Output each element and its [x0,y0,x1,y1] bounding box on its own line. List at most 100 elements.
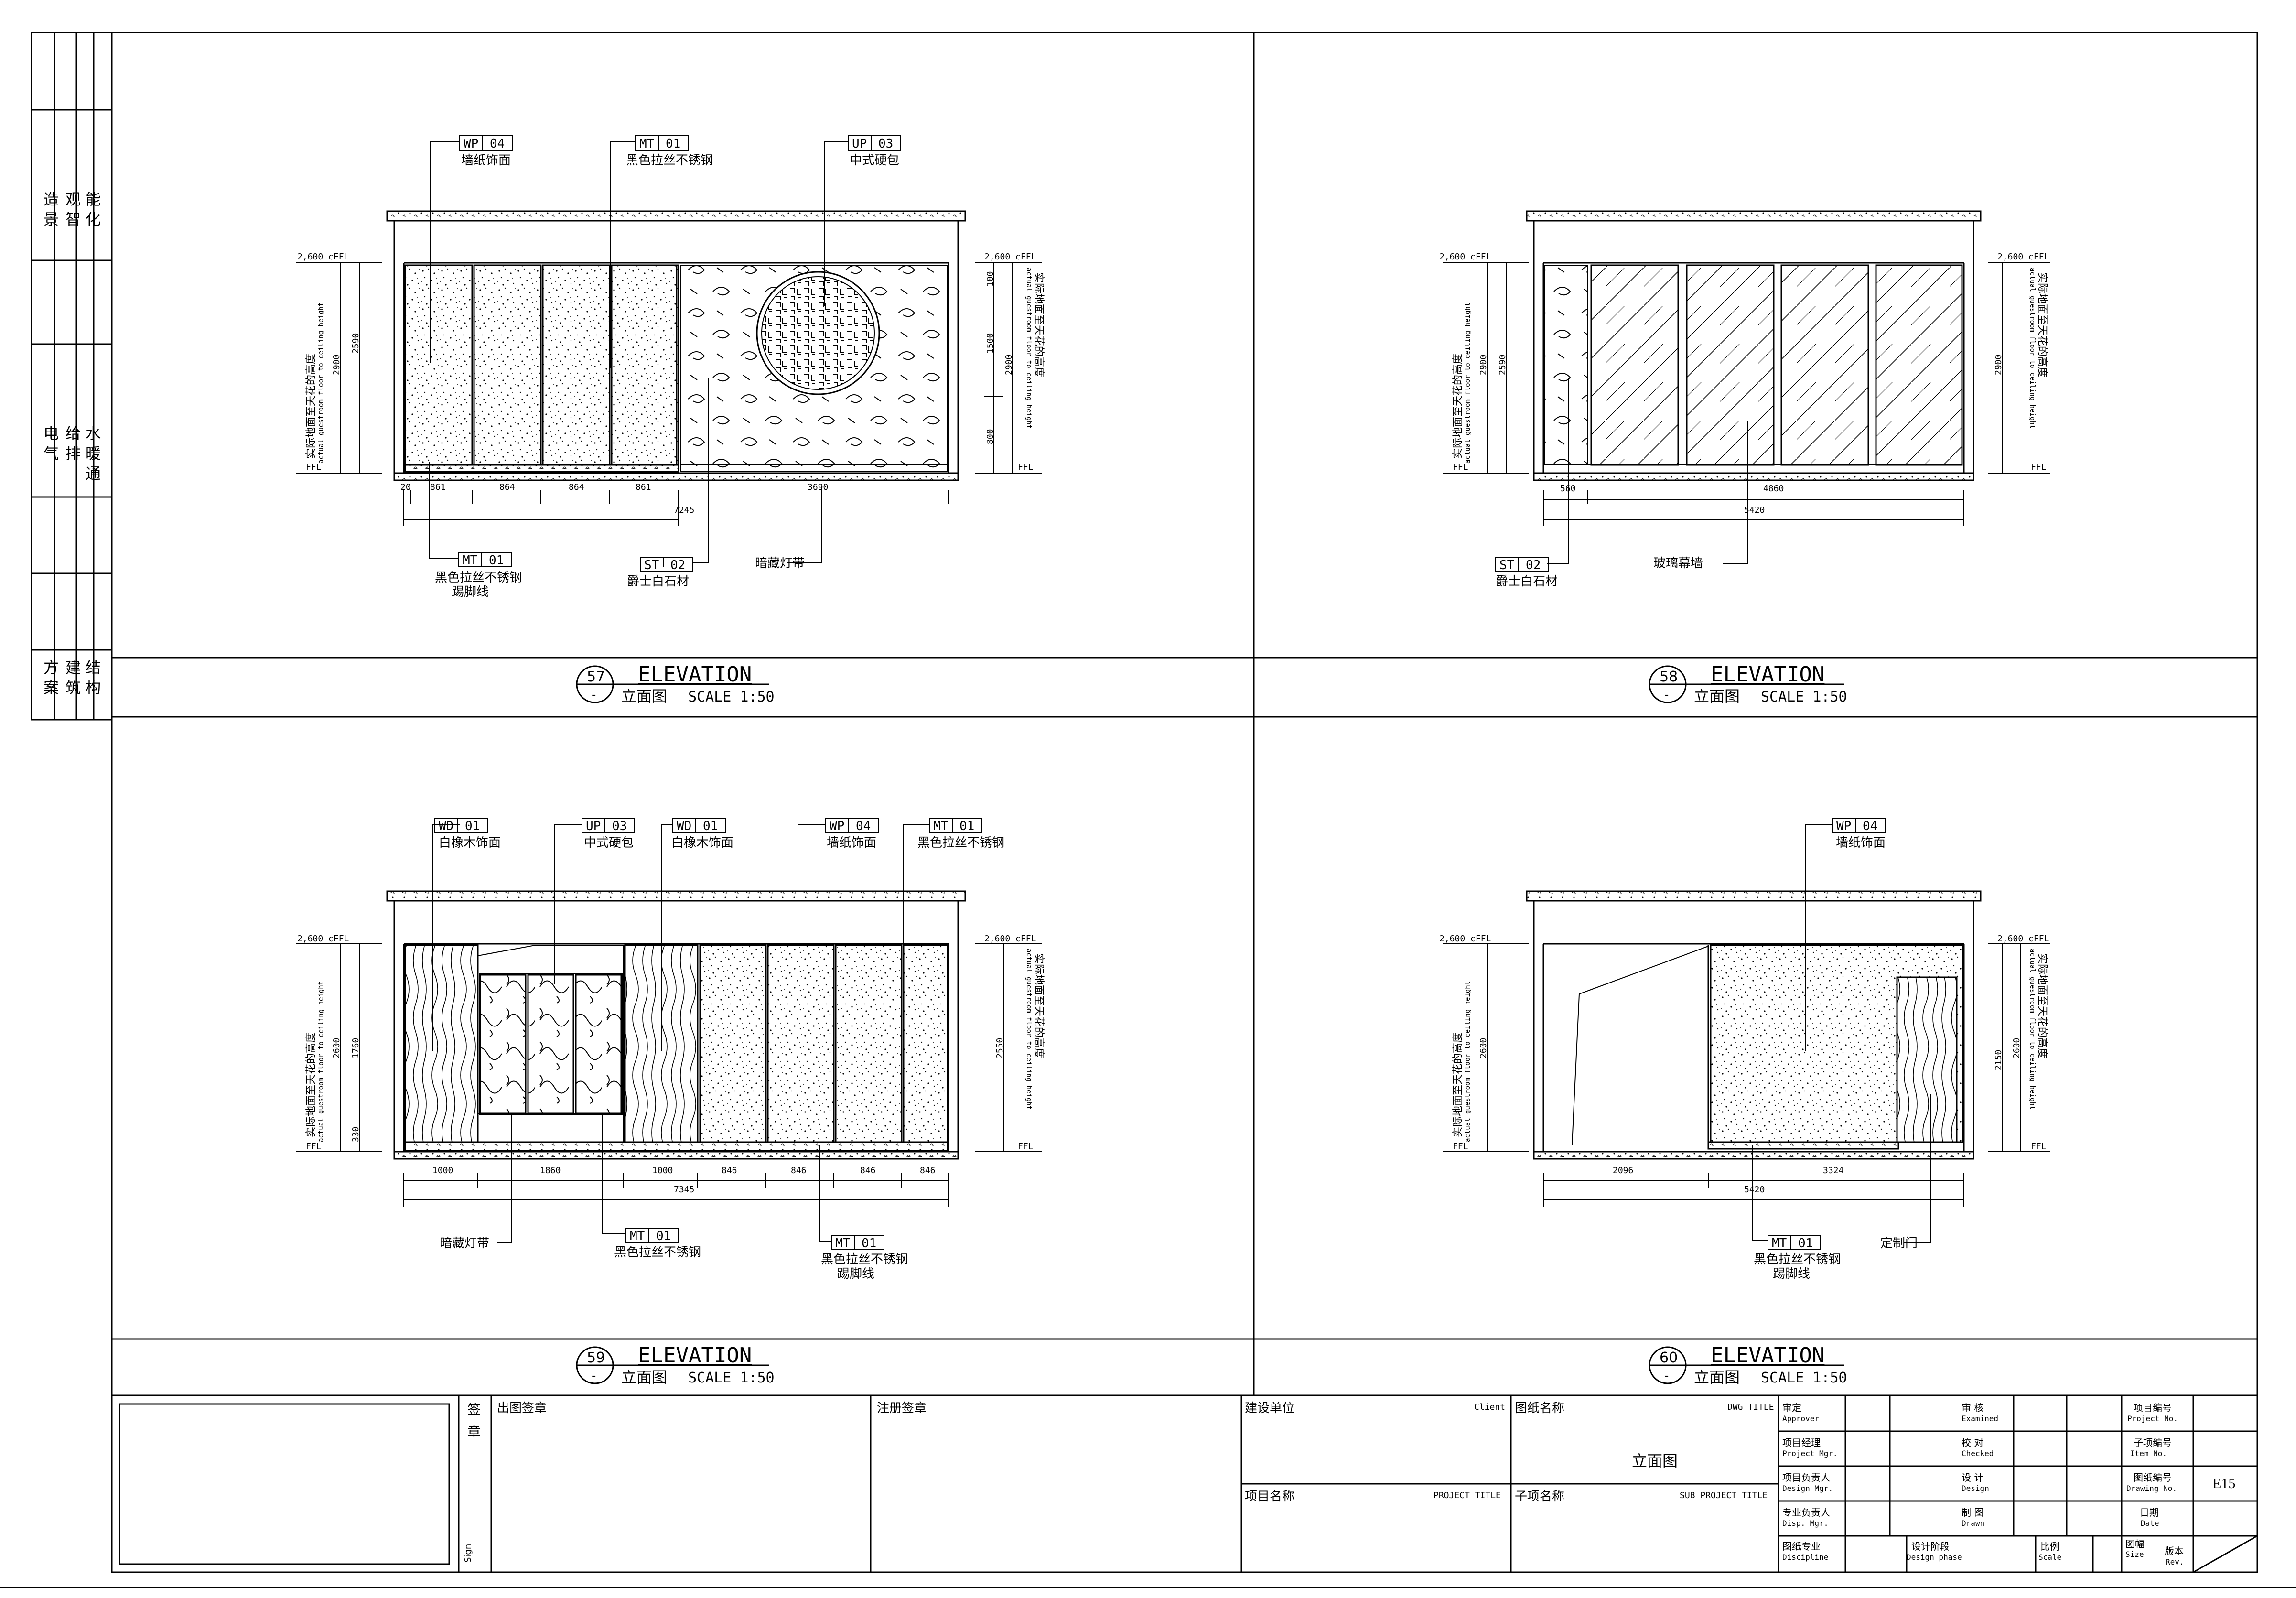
tag-desc: 黑色拉丝不锈钢 [435,571,522,585]
check-label: 审 核 [1962,1402,1984,1414]
sheet-border [111,32,2258,1573]
dim-label: 864 [569,482,584,492]
tag-num: 02 [670,558,686,572]
tag-desc: 中式硬包 [850,153,900,168]
tag-code: WD [677,819,692,833]
dim-right: 2550 [995,1037,1005,1058]
vert-label-cn: 实际地面至天花的高度 [2036,953,2048,1059]
elevation-title-marks [576,665,1844,1384]
strip-landscape-label-2: 观智 [63,191,81,231]
level-top-right: 2,600 cFFL [1997,934,2049,944]
right-label: 日期 [2140,1507,2159,1518]
dwg-title-value: 立面图 [1632,1452,1678,1470]
level-bottom-left: FFL [1453,462,1468,472]
elevation-title: ELEVATION [638,662,752,687]
vert-label-en: actual guestroom floor to ceiling height [317,302,325,464]
elevation-number: 60 [1660,1350,1678,1366]
level-top-right: 2,600 cFFL [984,934,1036,944]
strip-mep-label: 电气 [41,425,59,465]
level-top-left: 2,600 cFFL [1439,934,1491,944]
tag-desc: 白橡木饰面 [439,836,501,850]
elevation-sub: - [592,1369,596,1383]
phase-en: Design phase [1907,1553,1962,1562]
dim-right: 1500 [985,333,995,354]
client-label: 建设单位 [1245,1401,1295,1415]
note-label: 暗藏灯带 [755,556,805,571]
level-bottom-left: FFL [1453,1142,1468,1152]
tag-desc: 白橡木饰面 [671,836,734,850]
strip-mep-label-2: 给排 [63,425,81,465]
vert-label-cn: 实际地面至天花的高度 [1033,272,1045,378]
tag-num: 03 [878,137,894,151]
tag-num: 02 [1526,558,1541,572]
role-label: 项目经理 [1782,1437,1821,1448]
discipline-label: 图纸专业 [1782,1541,1821,1552]
vert-label-en: actual guestroom floor to ceiling height [1025,949,1033,1110]
elevation-scale: SCALE 1:50 [1761,689,1847,705]
elevation-subtitle: 立面图 [1694,687,1740,705]
note-label: 玻璃幕墙 [1653,556,1703,571]
tag-code: MT [463,553,478,568]
tag-code: MT [835,1236,851,1251]
left-strip [31,32,113,721]
role-label: 项目负责人 [1782,1472,1830,1483]
elevation-57 [296,141,1042,563]
level-bottom-left: FFL [306,462,322,472]
right-label: 项目编号 [2134,1402,2172,1414]
strip-arch-label: 方案 [41,659,59,700]
strip-landscape-label: 造景 [41,191,59,231]
dim-right: 2900 [1004,354,1014,375]
elevation-title: ELEVATION [1711,662,1825,687]
dim-left: 2590 [351,333,361,354]
tag-desc: 黑色拉丝不锈钢 [626,153,713,168]
check-label: 设 计 [1962,1472,1984,1483]
role-en: Approver [1782,1414,1820,1423]
dim-label: 20 [400,482,411,492]
check-en: Design [1962,1484,1989,1493]
tag-code: WP [464,137,479,151]
dim-label: 846 [791,1166,807,1176]
vert-label-cn: 实际地面至天花的高度 [305,1032,317,1137]
dim-total: 7345 [674,1185,695,1195]
dim-left: 2900 [1478,354,1488,375]
tag-code: WP [1836,819,1852,833]
dim-left: 330 [351,1126,361,1142]
right-en: Item No. [2130,1449,2167,1458]
tag-desc-2: 踢脚线 [1773,1267,1811,1281]
tag-boxes [434,135,1886,1250]
elevation-sub: - [1664,688,1669,702]
check-en: Drawn [1962,1519,1985,1528]
tag-desc: 黑色拉丝不锈钢 [1754,1252,1841,1267]
dim-left: 1760 [351,1037,361,1058]
tag-desc-2: 踢脚线 [837,1267,875,1281]
vert-label-cn: 实际地面至天花的高度 [305,353,317,459]
dim-left: 2600 [1478,1037,1488,1058]
tag-desc: 黑色拉丝不锈钢 [917,836,1005,850]
level-bottom-right: FFL [1018,462,1034,472]
size-label: 图幅 [2125,1538,2145,1550]
tag-desc: 黑色拉丝不锈钢 [821,1252,908,1267]
vert-label-en: actual guestroom floor to ceiling height [2028,949,2036,1110]
tag-num: 01 [656,1229,671,1243]
tag-code: UP [586,819,601,833]
level-bottom-right: FFL [1018,1142,1034,1152]
tag-code: ST [1499,558,1515,572]
tag-num: 01 [1798,1236,1813,1251]
dim-label: 864 [499,482,515,492]
right-en: Project No. [2127,1414,2178,1423]
client-en: Client [1474,1402,1506,1412]
title-block-grid [119,1395,2258,1573]
vert-label-cn: 实际地面至天花的高度 [1033,953,1045,1059]
elevation-scale: SCALE 1:50 [688,689,775,705]
strip-arch-label-3: 结构 [83,659,101,700]
strip-landscape-label-3: 能化 [83,191,101,231]
tag-desc: 爵士白石材 [627,574,690,589]
tag-desc: 墙纸饰面 [827,836,877,850]
vert-label-cn: 实际地面至天花的高度 [2036,272,2048,378]
level-top-right: 2,600 cFFL [984,252,1036,262]
elevation-subtitle: 立面图 [621,687,668,705]
elevation-58 [1443,210,2050,564]
vert-label-en: actual guestroom floor to ceiling height [1464,981,1472,1142]
dim-right: 100 [985,271,995,287]
right-label: 图纸编号 [2134,1472,2172,1483]
